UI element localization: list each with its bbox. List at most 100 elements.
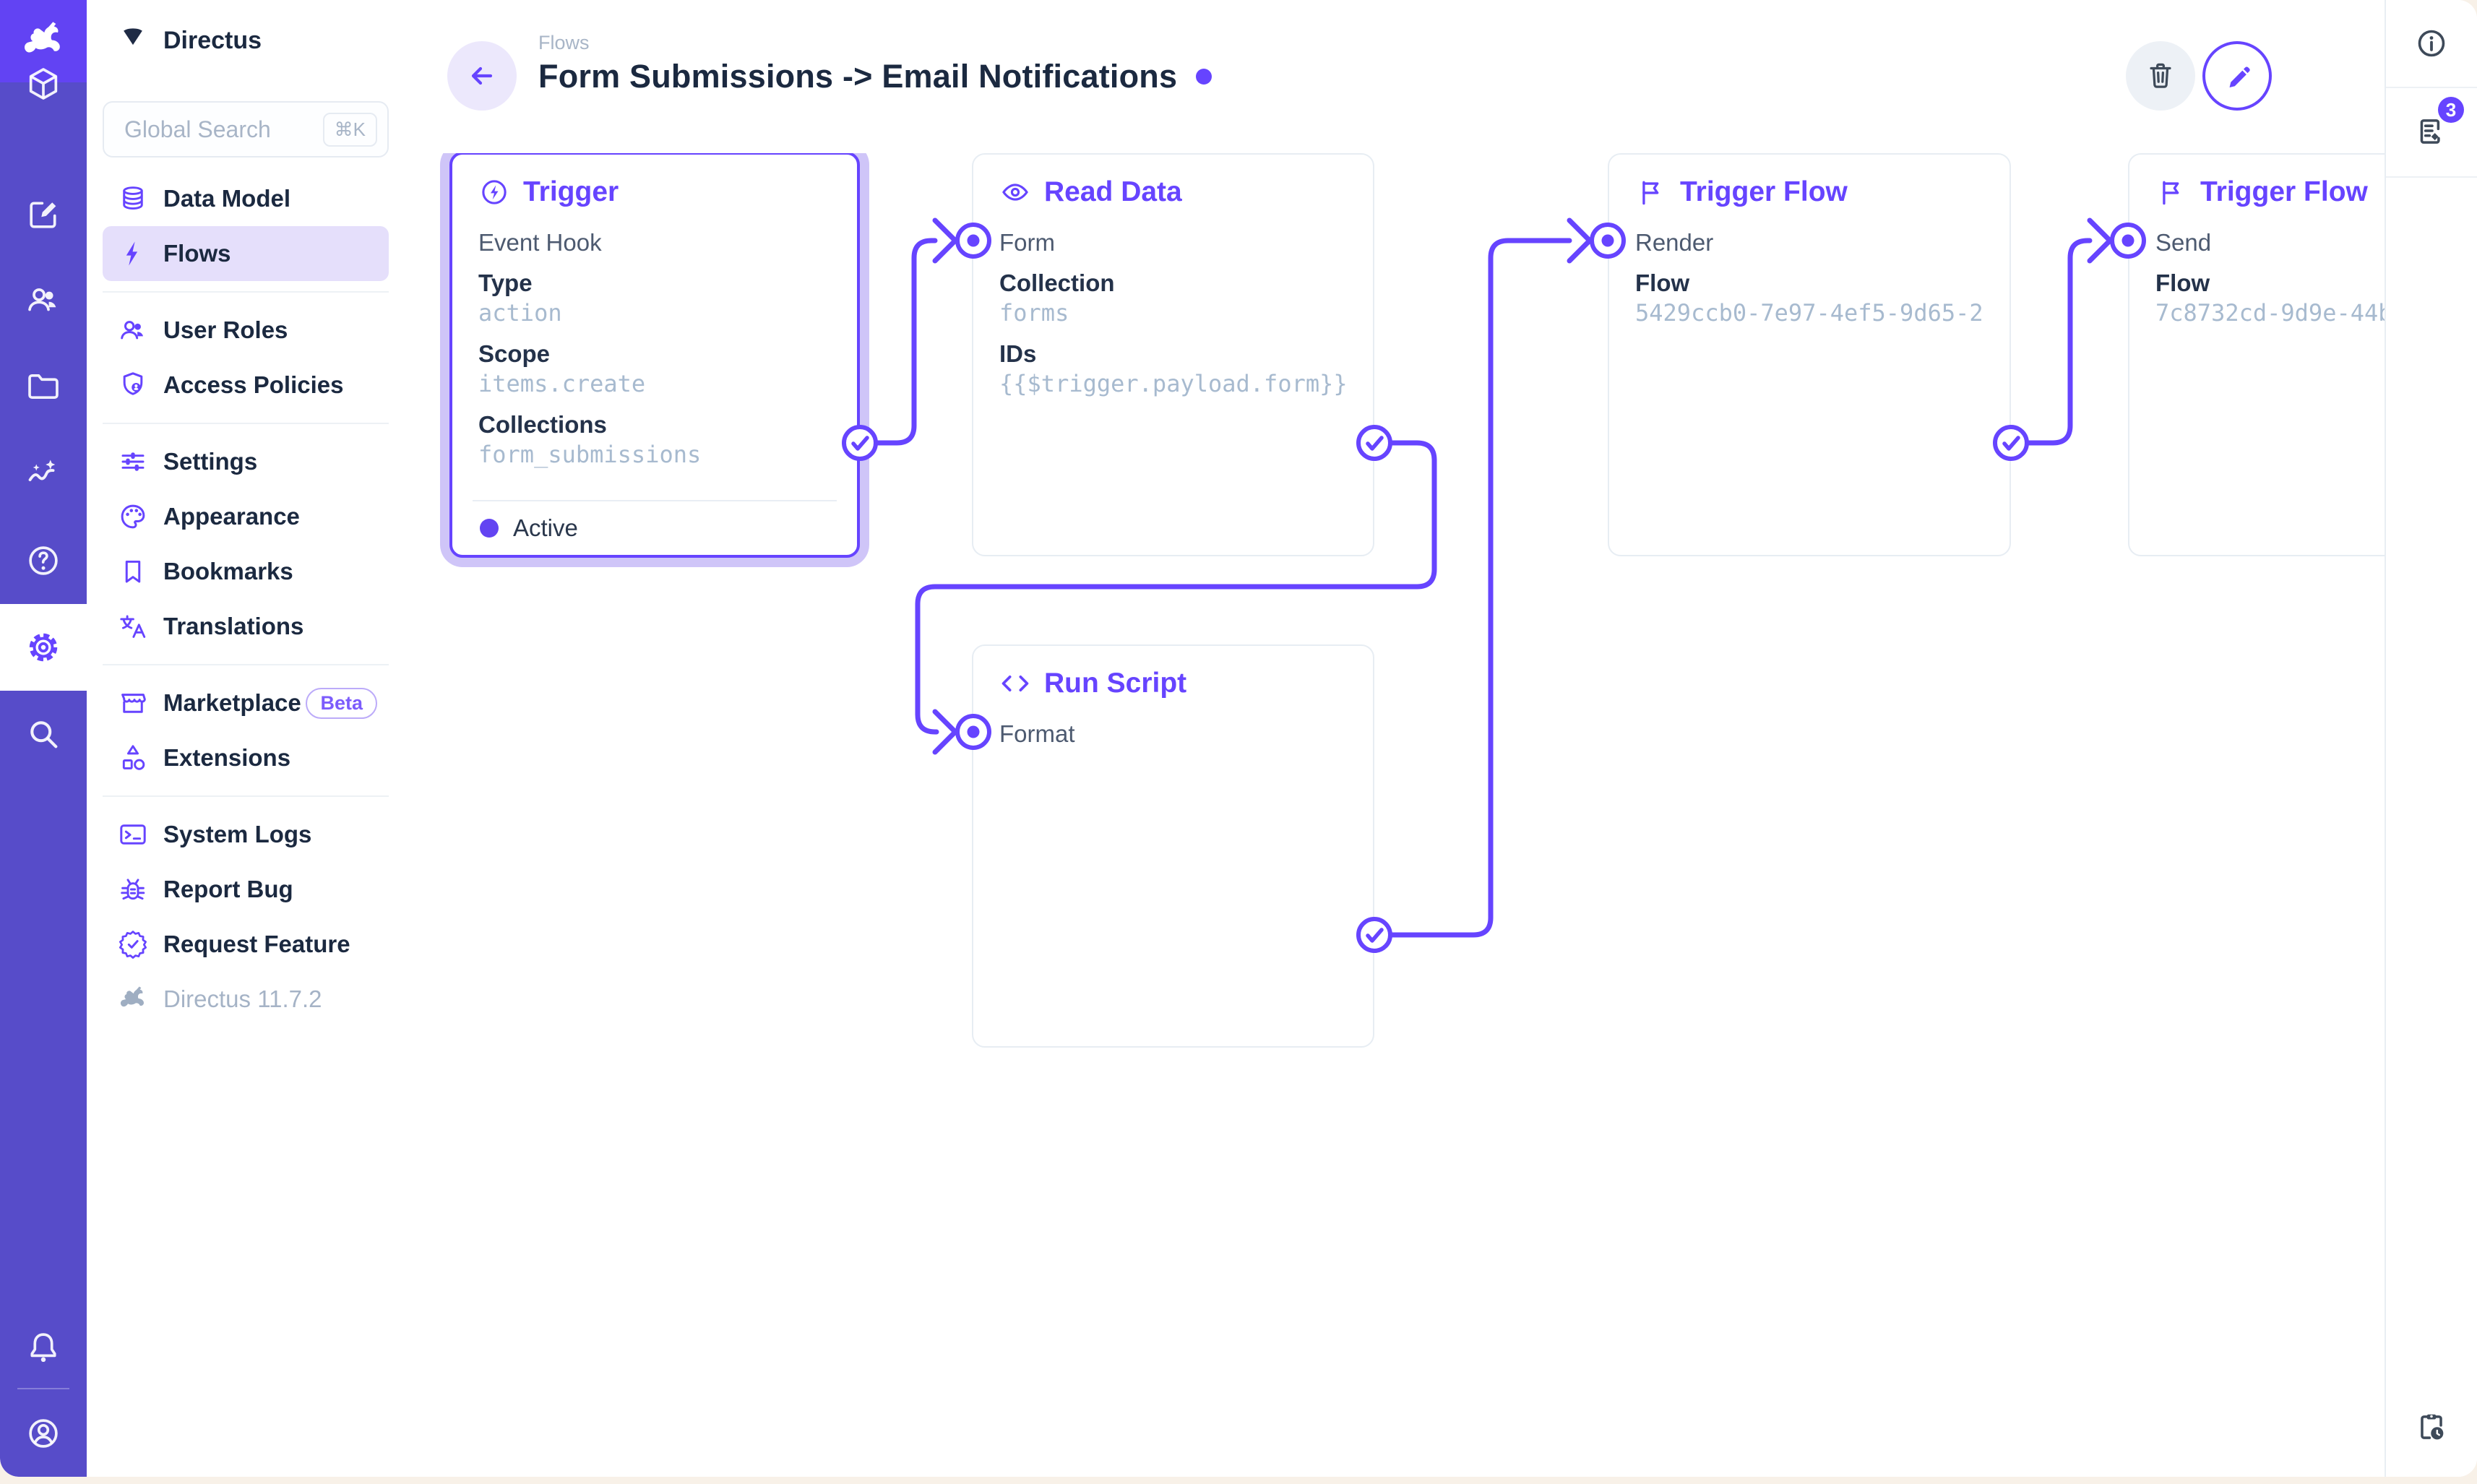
sidebar-item-extensions[interactable]: Extensions: [103, 730, 389, 785]
people-icon: [117, 315, 149, 345]
edit-square-icon: [30, 201, 58, 228]
module-settings[interactable]: [0, 604, 87, 691]
rail-divider: [2386, 176, 2477, 178]
field-label: Type: [478, 269, 533, 296]
version-label-row: Directus 11.7.2: [103, 972, 389, 1027]
delete-flow-button[interactable]: [2126, 41, 2195, 111]
field-value: action: [478, 299, 562, 327]
module-insights[interactable]: [0, 431, 87, 517]
module-users[interactable]: [0, 256, 87, 343]
sidebar-divider: [103, 423, 389, 424]
node-name: Format: [999, 720, 1075, 747]
sidebar-item-label: Appearance: [163, 503, 300, 530]
pending-revisions-button[interactable]: [2386, 1384, 2477, 1471]
sidebar-item-request-feature[interactable]: Request Feature: [103, 917, 389, 972]
global-search-input[interactable]: Global Search ⌘K: [103, 101, 389, 158]
module-help[interactable]: [0, 517, 87, 604]
extension-icon: [117, 743, 149, 773]
sidebar-item-settings[interactable]: Settings: [103, 434, 389, 489]
translate-icon: [117, 611, 149, 642]
sidebar-item-label: Access Policies: [163, 371, 344, 398]
edit-flow-button[interactable]: [2202, 41, 2272, 111]
sidebar-item-label: Data Model: [163, 185, 291, 212]
trigger-status-row: Active: [473, 500, 837, 555]
flow-node-run-script[interactable]: Run Script Format: [972, 644, 1374, 1048]
sidebar-item-label: User Roles: [163, 316, 288, 343]
settings-sidebar: Directus Global Search ⌘K Data Model Flo…: [87, 0, 412, 1477]
back-button[interactable]: [447, 41, 517, 111]
field-label: Collections: [478, 411, 607, 438]
node-name: Event Hook: [478, 229, 602, 256]
sidebar-item-translations[interactable]: Translations: [103, 599, 389, 654]
search-placeholder: Global Search: [124, 116, 271, 142]
module-bar: [0, 0, 87, 1477]
unsaved-indicator-dot: [1196, 69, 1212, 85]
cube-icon: [29, 68, 58, 100]
module-files[interactable]: [0, 343, 87, 430]
node-title: Trigger: [523, 176, 619, 207]
rabbit-icon: [117, 984, 149, 1014]
node-title: Trigger Flow: [1680, 176, 1848, 207]
module-content[interactable]: [0, 40, 87, 127]
flow-logs-button[interactable]: [2386, 88, 2477, 175]
project-header[interactable]: Directus: [87, 13, 412, 68]
sidebar-item-data-model[interactable]: Data Model: [103, 171, 389, 226]
sidebar-divider: [103, 664, 389, 665]
flow-node-read-data[interactable]: Read Data Form Collection forms IDs {{$t…: [972, 153, 1374, 556]
field-label: IDs: [999, 340, 1037, 367]
sidebar-item-flows[interactable]: Flows: [103, 226, 389, 281]
bolt-icon: [117, 238, 149, 269]
sidebar-item-user-roles[interactable]: User Roles: [103, 303, 389, 358]
module-editor[interactable]: [0, 171, 87, 258]
storefront-icon: [117, 688, 149, 718]
notifications-button[interactable]: [0, 1304, 87, 1391]
breadcrumb: Flows: [538, 32, 590, 53]
project-shield-icon: [117, 25, 149, 56]
field-label: Flow: [2155, 269, 2210, 296]
pencil-icon: [2229, 66, 2250, 87]
sidebar-item-system-logs[interactable]: System Logs: [103, 807, 389, 862]
field-value: 5429ccb0-7e97-4ef5-9d65-2b…: [1635, 299, 1983, 327]
sidebar-item-report-bug[interactable]: Report Bug: [103, 862, 389, 917]
user-circle-icon: [29, 1419, 58, 1448]
flow-node-trigger[interactable]: Trigger Event Hook Type action Scope ite…: [449, 152, 860, 558]
node-name: Form: [999, 229, 1055, 256]
code-icon: [999, 668, 1031, 699]
database-icon: [117, 184, 149, 214]
version-label: Directus 11.7.2: [163, 985, 322, 1012]
seal-check-icon: [117, 929, 149, 959]
terminal-icon: [117, 819, 149, 850]
sidebar-item-label: Translations: [163, 613, 304, 639]
search-icon: [25, 715, 62, 753]
user-menu-button[interactable]: [0, 1390, 87, 1477]
shield-user-icon: [117, 370, 149, 400]
module-bar-divider: [17, 1388, 69, 1389]
sidebar-item-label: Marketplace: [163, 689, 301, 716]
sidebar-nav: Data Model Flows User Roles Access Polic…: [87, 171, 412, 1027]
sidebar-item-marketplace[interactable]: Marketplace Beta: [103, 676, 389, 730]
module-search[interactable]: [0, 691, 87, 777]
bug-icon: [117, 874, 149, 905]
beta-badge: Beta: [306, 687, 377, 719]
sidebar-item-label: Extensions: [163, 744, 291, 771]
field-label: Collection: [999, 269, 1115, 296]
trash-icon: [2150, 63, 2171, 88]
sidebar-item-bookmarks[interactable]: Bookmarks: [103, 544, 389, 599]
sidebar-item-appearance[interactable]: Appearance: [103, 489, 389, 544]
palette-icon: [117, 501, 149, 532]
node-name: Send: [2155, 229, 2212, 256]
sidebar-item-label: Flows: [163, 240, 231, 267]
flow-node-trigger-flow-render[interactable]: Trigger Flow Render Flow 5429ccb0-7e97-4…: [1608, 153, 2011, 556]
sidebar-item-access-policies[interactable]: Access Policies: [103, 358, 389, 413]
tune-icon: [117, 447, 149, 477]
bolt-circle-icon: [478, 176, 510, 208]
bell-icon: [30, 1333, 56, 1363]
info-sidebar-button[interactable]: [2386, 0, 2477, 87]
people-icon: [28, 288, 58, 311]
sidebar-item-label: Settings: [163, 448, 258, 475]
node-title: Read Data: [1044, 176, 1182, 207]
folder-icon: [28, 374, 59, 400]
field-value: 7c8732cd-9d9e-44be: [2155, 299, 2406, 327]
field-value: forms: [999, 299, 1069, 327]
